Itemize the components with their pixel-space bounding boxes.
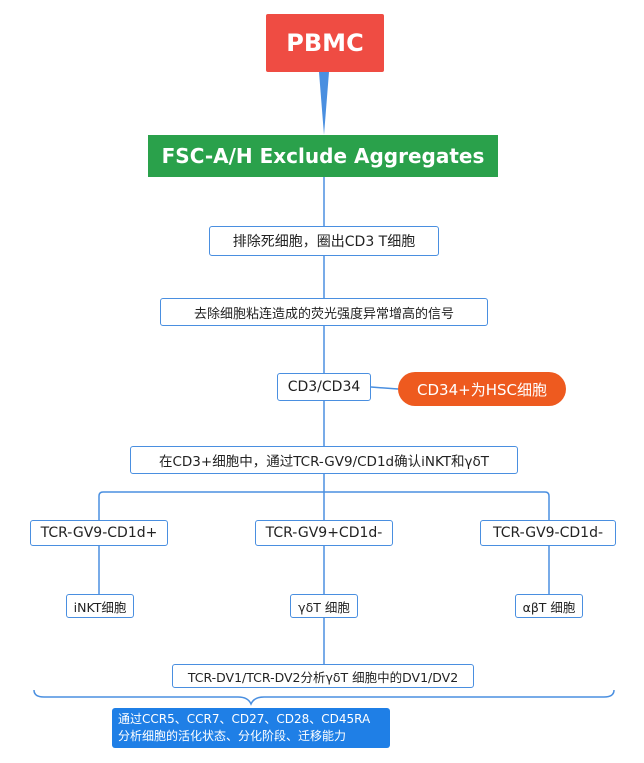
connector-cd3-callout <box>370 386 399 390</box>
leaf-abt-cells: αβT 细胞 <box>515 594 583 618</box>
node-dv1-dv2-analysis: TCR-DV1/TCR-DV2分析γδT 细胞中的DV1/DV2 <box>172 664 474 688</box>
leaf-inkt-label: iNKT细胞 <box>73 599 127 615</box>
root-label: PBMC <box>286 29 364 57</box>
remove-doublets-label: 去除细胞粘连造成的荧光强度异常增高的信号 <box>193 306 454 322</box>
node-cd3-gate: 在CD3+细胞中，通过TCR-GV9/CD1d确认iNKT和γδT <box>130 446 518 474</box>
node-remove-doublets: 去除细胞粘连造成的荧光强度异常增高的信号 <box>160 298 488 326</box>
branch-gdt-gate-label: TCR-GV9+CD1d- <box>265 525 383 541</box>
leaf-inkt-cells: iNKT细胞 <box>66 594 134 618</box>
node-branch-abt-gate: TCR-GV9-CD1d- <box>480 520 616 546</box>
leaf-gdt-cells: γδT 细胞 <box>290 594 358 618</box>
fsc-label: FSC-A/H Exclude Aggregates <box>161 144 485 168</box>
summary-line-2: 分析细胞的活化状态、分化阶段、迁移能力 <box>118 729 347 743</box>
branch-abt-gate-label: TCR-GV9-CD1d- <box>492 525 604 541</box>
node-fsc-exclude-aggregates: FSC-A/H Exclude Aggregates <box>148 135 498 177</box>
summary-brace <box>33 689 615 706</box>
dv-analysis-label: TCR-DV1/TCR-DV2分析γδT 细胞中的DV1/DV2 <box>187 669 459 685</box>
callout-hsc: CD34+为HSC细胞 <box>398 372 566 406</box>
node-exclude-dead-cells: 排除死细胞，圈出CD3 T细胞 <box>209 226 439 256</box>
hsc-label: CD34+为HSC细胞 <box>417 380 547 399</box>
node-cd3-cd34: CD3/CD34 <box>277 373 371 401</box>
node-branch-gdt-gate: TCR-GV9+CD1d- <box>255 520 393 546</box>
summary-note: 通过CCR5、CCR7、CD27、CD28、CD45RA 分析细胞的活化状态、分… <box>112 708 390 748</box>
cd3-cd34-label: CD3/CD34 <box>287 379 361 395</box>
summary-line-1: 通过CCR5、CCR7、CD27、CD28、CD45RA <box>118 712 371 726</box>
leaf-abt-label: αβT 细胞 <box>522 599 576 615</box>
leaf-gdt-label: γδT 细胞 <box>298 599 350 615</box>
cd3-gate-label: 在CD3+细胞中，通过TCR-GV9/CD1d确认iNKT和γδT <box>158 454 489 470</box>
exclude-dead-label: 排除死细胞，圈出CD3 T细胞 <box>232 234 416 250</box>
node-branch-inkt-gate: TCR-GV9-CD1d+ <box>30 520 168 546</box>
root-connector <box>319 72 329 135</box>
root-node-pbmc: PBMC <box>266 14 384 72</box>
branch-inkt-gate-label: TCR-GV9-CD1d+ <box>40 525 158 541</box>
